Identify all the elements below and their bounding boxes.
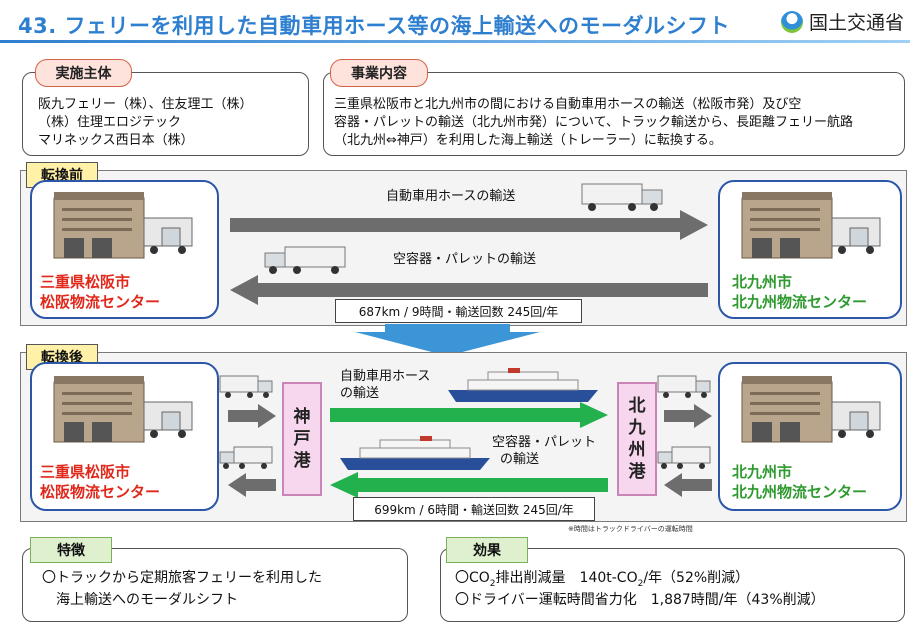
after-note: ※時間はトラックドライバーの運転時間 <box>568 525 693 533</box>
warehouse-icon <box>53 376 193 443</box>
truck-icon <box>219 446 273 469</box>
gray-arrow-right <box>228 404 276 428</box>
kitakyushu-port: 北 九 州 港 <box>617 382 657 496</box>
features-line-1: 〇トラックから定期旅客フェリーを利用した <box>42 570 322 586</box>
business-label: 事業内容 <box>330 59 428 87</box>
kobe-port-char-2: 戸 <box>293 429 311 449</box>
after-left-depot: 三重県松阪市 松阪物流センター <box>30 362 219 511</box>
effects-line-1: 〇CO2排出削減量 140t-CO2/年（52%削減） <box>455 568 749 594</box>
ferry-icon <box>448 368 598 402</box>
page-title: 43. フェリーを利用した自動車用ホース等の海上輸送へのモーダルシフト <box>18 14 730 38</box>
kitakyushu-port-char-2: 九 <box>628 418 646 438</box>
truck-icon <box>657 446 711 469</box>
sea-arrow-right <box>330 402 608 428</box>
after-right-depot-city: 北九州市 <box>732 463 793 481</box>
ministry-emblem-icon <box>780 10 803 33</box>
warehouse-icon <box>741 192 881 259</box>
gray-arrow-left <box>228 473 276 497</box>
after-right-depot-center: 北九州物流センター <box>732 483 868 501</box>
effects-co2-prefix: 〇CO <box>455 570 490 586</box>
ministry-name: 国土交通省 <box>808 12 904 34</box>
kitakyushu-port-char-3: 州 <box>628 440 646 460</box>
gray-arrow-right <box>664 404 712 428</box>
truck-icon <box>264 246 346 274</box>
after-route-top-line-2: の輸送 <box>340 386 380 401</box>
effects-co2-reduction: 排出削減量 140t-CO <box>495 570 638 586</box>
after-left-depot-city: 三重県松阪市 <box>40 463 131 481</box>
after-stats: 699km / 6時間・輸送回数 245回/年 <box>353 497 595 521</box>
kobe-port-char-1: 神 <box>293 407 311 427</box>
before-left-depot: 三重県松阪市 松阪物流センター <box>30 180 219 319</box>
before-right-depot-city: 北九州市 <box>732 273 793 291</box>
effects-label: 効果 <box>446 537 528 563</box>
truck-icon <box>219 375 273 398</box>
warehouse-icon <box>741 376 881 443</box>
before-right-depot: 北九州市 北九州物流センター <box>718 180 902 319</box>
implementer-line-3: マリネックス西日本（株） <box>38 133 194 148</box>
kitakyushu-port-char-4: 港 <box>628 462 646 482</box>
effects-co2-suffix: /年（52%削減） <box>643 570 750 586</box>
before-route-top: 自動車用ホースの輸送 <box>386 189 516 204</box>
before-arrow-left <box>230 275 708 305</box>
business-line-3: （北九州⇔神戸）を利用した海上輸送（トレーラー）に転換する。 <box>334 133 722 148</box>
business-line-1: 三重県松阪市と北九州市の間における自動車用ホースの輸送（松阪市発）及び空 <box>334 97 802 112</box>
before-route-bottom: 空容器・パレットの輸送 <box>393 252 537 267</box>
implementer-line-2: （株）住理エロジテック <box>38 115 182 130</box>
features-label: 特徴 <box>30 537 112 563</box>
before-arrow-right <box>230 210 708 240</box>
after-right-depot: 北九州市 北九州物流センター <box>718 362 902 511</box>
effects-co2-subscript: 2 <box>489 578 496 589</box>
implementer-label: 実施主体 <box>35 59 132 87</box>
kobe-port: 神 戸 港 <box>282 382 322 496</box>
after-route-bottom-line-1: 空容器・パレット <box>492 435 597 450</box>
truck-icon <box>581 183 663 211</box>
kitakyushu-port-char-1: 北 <box>628 396 646 416</box>
before-left-depot-center: 松阪物流センター <box>40 293 161 311</box>
after-left-depot-center: 松阪物流センター <box>40 483 161 501</box>
ferry-icon <box>340 436 490 470</box>
before-stats: 687km / 9時間・輸送回数 245回/年 <box>335 299 582 323</box>
sea-arrow-left <box>330 472 608 498</box>
kobe-port-char-3: 港 <box>293 451 311 471</box>
features-line-2: 海上輸送へのモーダルシフト <box>56 592 238 608</box>
ministry-logo-group: 国土交通省 <box>780 8 904 35</box>
warehouse-icon <box>53 192 193 259</box>
implementer-line-1: 阪九フェリー（株）、住友理工（株） <box>38 97 253 112</box>
effects-line-2: 〇ドライバー運転時間省力化 1,887時間/年（43%削減） <box>455 592 825 608</box>
after-route-bottom-line-2: の輸送 <box>500 452 540 467</box>
before-left-depot-city: 三重県松阪市 <box>40 273 131 291</box>
business-line-2: 容器・パレットの輸送（北九州市発）について、トラック輸送から、長距離フェリー航路 <box>334 115 853 130</box>
after-route-top-line-1: 自動車用ホース <box>340 369 431 384</box>
transition-down-arrow-icon <box>355 324 540 356</box>
gray-arrow-left <box>664 473 712 497</box>
truck-icon <box>657 375 711 398</box>
before-right-depot-center: 北九州物流センター <box>732 293 868 311</box>
effects-co2-subscript-2: 2 <box>637 578 644 589</box>
title-underline <box>0 40 910 43</box>
